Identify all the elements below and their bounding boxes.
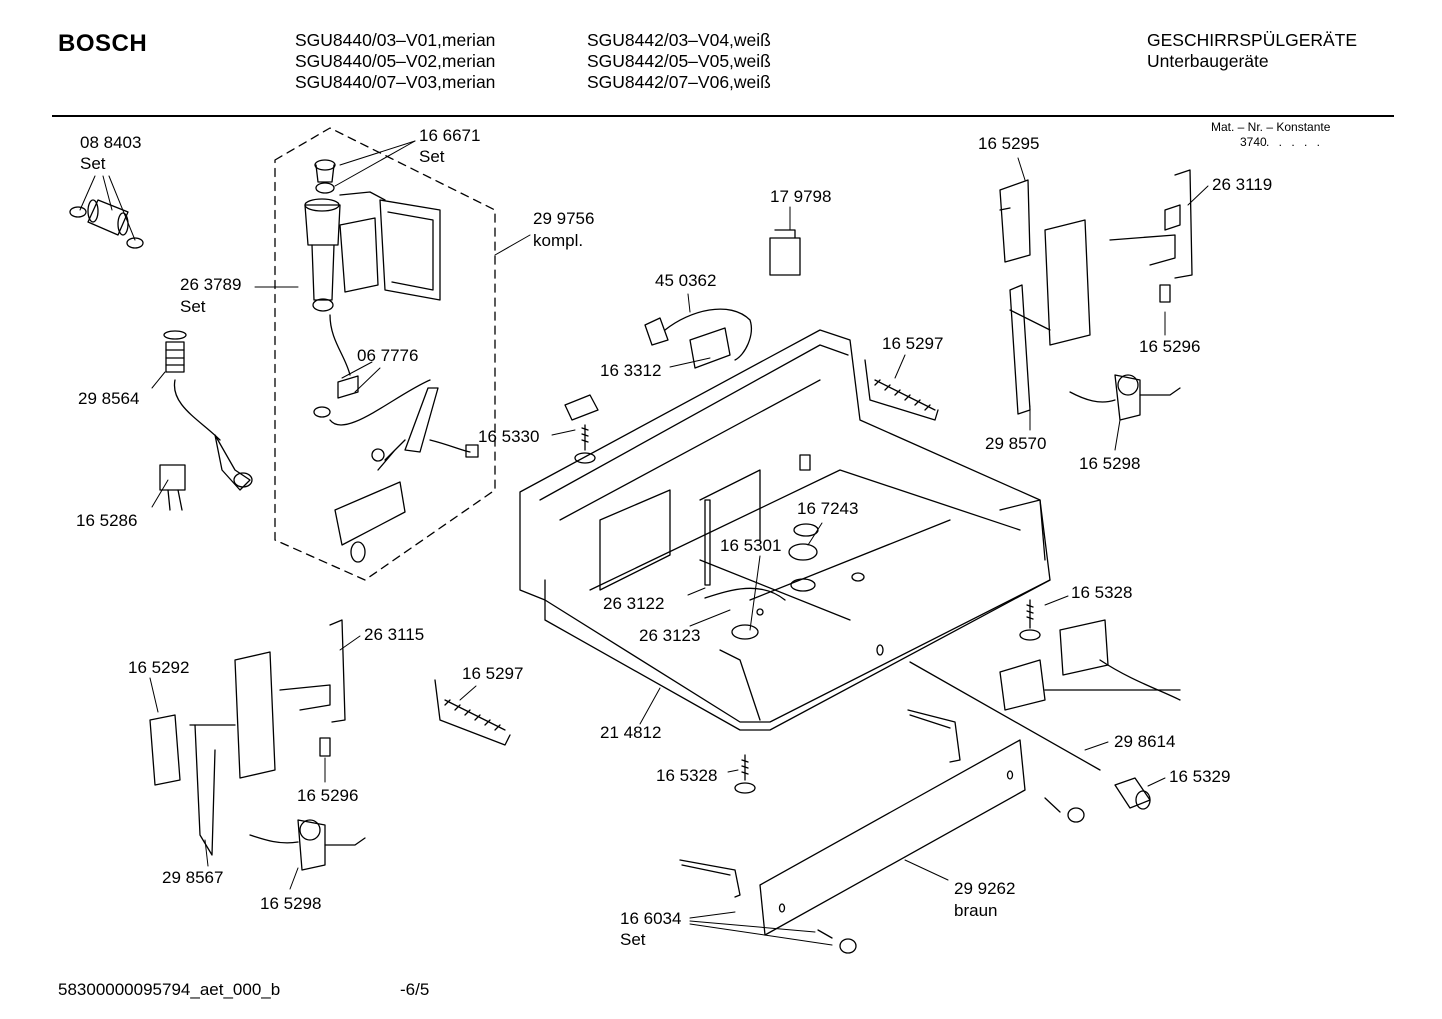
valve-bracket: [334, 481, 406, 563]
clip-165296-right: [1159, 284, 1171, 303]
hose-clamp-set: [69, 199, 144, 249]
bracket-298570: [1009, 219, 1091, 415]
label-214812: 21 4812: [600, 723, 662, 742]
header-rule: [52, 115, 1394, 117]
category-title: GESCHIRRSPÜLGERÄTE: [1147, 30, 1358, 50]
label-165328-left: 16 5328: [656, 766, 718, 785]
label-165286: 16 5286: [76, 511, 138, 530]
label-298564: 29 8564: [78, 389, 140, 408]
motor-165298-left: [249, 819, 366, 871]
cable-450362: [644, 308, 752, 361]
label-179798: 17 9798: [770, 187, 832, 206]
label-299756-kompl: kompl.: [533, 231, 584, 250]
mat-number-value: 3740: [1240, 135, 1267, 149]
foot-screw-165330: [564, 394, 599, 464]
heater-165297-left: [434, 679, 511, 746]
label-299756: 29 9756: [533, 209, 595, 228]
terminal-block-163312: [689, 327, 731, 369]
label-450362: 45 0362: [655, 271, 717, 290]
label-298567: 29 8567: [162, 868, 224, 887]
model-right-3: SGU8442/07–V06,weiß: [587, 72, 771, 92]
subcategory-title: Unterbaugeräte: [1147, 51, 1269, 71]
label-263789: 26 3789: [180, 275, 242, 294]
mat-number-label: Mat. – Nr. – Konstante: [1211, 120, 1331, 134]
foot-screw-165328-right: [1019, 599, 1041, 641]
heater-165297-right: [864, 359, 939, 421]
label-165296-left: 16 5296: [297, 786, 359, 805]
label-298614: 29 8614: [1114, 732, 1176, 751]
label-067776: 06 7776: [357, 346, 419, 365]
clip-165296-left: [319, 737, 331, 757]
connector-179798: [769, 229, 801, 276]
seals-167243: [731, 523, 819, 640]
label-165298-left: 16 5298: [260, 894, 322, 913]
mat-number-dots: . . . . .: [1266, 135, 1324, 149]
label-165292: 16 5292: [128, 658, 190, 677]
model-right-1: SGU8442/03–V04,weiß: [587, 30, 771, 50]
foot-screw-165328-left: [734, 754, 756, 794]
bracket-panel-upper: [907, 709, 961, 763]
label-165295: 16 5295: [978, 134, 1040, 153]
label-165296-right: 16 5296: [1139, 337, 1201, 356]
label-263123: 26 3123: [639, 626, 701, 645]
label-298570: 29 8570: [985, 434, 1047, 453]
label-165329: 16 5329: [1169, 767, 1231, 786]
label-165301: 16 5301: [720, 536, 782, 555]
bracket-165295: [999, 179, 1031, 263]
label-167243: 16 7243: [797, 499, 859, 518]
label-088403-set: Set: [80, 154, 106, 173]
clip-165286: [159, 464, 186, 511]
label-263119: 26 3119: [1212, 175, 1273, 194]
rod-298614: [909, 661, 1101, 771]
document-id: 58300000095794_aet_000_b: [58, 980, 281, 999]
cable-harness: [999, 619, 1181, 711]
motor-165298-right: [1069, 374, 1181, 421]
label-088403: 08 8403: [80, 133, 142, 152]
model-right-2: SGU8442/05–V05,weiß: [587, 51, 771, 71]
tub-frame: [519, 329, 1051, 731]
bracket-165292: [149, 714, 181, 786]
brand-logo: BOSCH: [58, 30, 148, 57]
label-166671: 16 6671: [419, 126, 481, 145]
label-165330: 16 5330: [478, 427, 540, 446]
model-left-1: SGU8440/03–V01,merian: [295, 30, 496, 50]
label-166034: 16 6034: [620, 909, 682, 928]
valve-assembly: [304, 159, 441, 418]
label-165297-left: 16 5297: [462, 664, 524, 683]
label-299262-color: braun: [954, 901, 998, 920]
label-299262: 29 9262: [954, 879, 1016, 898]
label-263122: 26 3122: [603, 594, 665, 613]
inlet-hose: [163, 330, 253, 491]
knob-165329: [1114, 777, 1151, 810]
assembly-boundary: [274, 127, 496, 581]
front-panel-299262: [759, 739, 1026, 936]
leader-lines: [79, 140, 1209, 946]
drain-hose: [329, 379, 479, 471]
label-166671-set: Set: [419, 147, 445, 166]
bracket-298567: [189, 651, 276, 856]
model-left-2: SGU8440/05–V02,merian: [295, 51, 496, 71]
label-166034-set: Set: [620, 930, 646, 949]
label-263789-set: Set: [180, 297, 206, 316]
label-165298-right: 16 5298: [1079, 454, 1141, 473]
screws-166034: [817, 797, 1085, 954]
label-163312: 16 3312: [600, 361, 662, 380]
label-165297-right: 16 5297: [882, 334, 944, 353]
model-left-3: SGU8440/07–V03,merian: [295, 72, 496, 92]
label-165328-right: 16 5328: [1071, 583, 1133, 602]
bracket-263115: [279, 619, 346, 723]
bracket-263119: [1109, 169, 1193, 279]
sensor-cable: [704, 587, 786, 616]
bracket-166034: [679, 859, 741, 898]
label-263115: 26 3115: [364, 625, 425, 644]
page-number: -6/5: [400, 980, 430, 999]
